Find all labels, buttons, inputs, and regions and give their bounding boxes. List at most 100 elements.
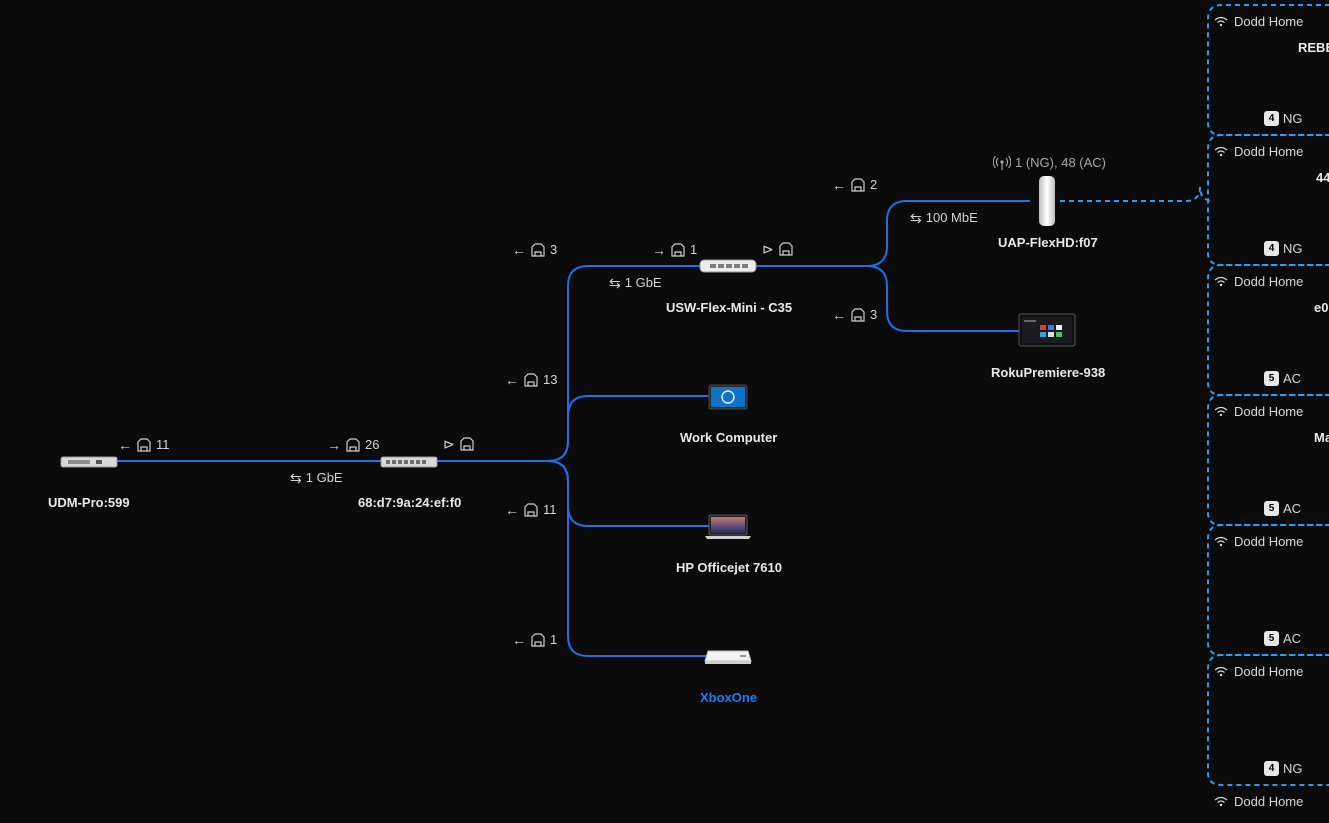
console-icon (704, 650, 752, 664)
xbox-label[interactable]: XboxOne (700, 690, 758, 705)
swap-icon: ⇆ (290, 469, 302, 486)
xbox-port-indicator: ← 1 (512, 632, 557, 647)
wireless-bracket-1 (1207, 4, 1329, 136)
wire-to-xbox (547, 460, 712, 657)
roku-device[interactable] (1018, 313, 1076, 354)
udm-port-indicator: ← 11 (118, 437, 170, 452)
radio-band-icon: 5 (1264, 501, 1279, 516)
client-ssid: Dodd Home (1214, 274, 1329, 289)
ethernet-port-icon (851, 177, 865, 192)
arrow-left-icon: ← (512, 241, 526, 258)
ap-link-speed-value: 100 MbE (925, 210, 978, 225)
switch-label[interactable]: 68:d7:9a:24:ef:f0 (358, 495, 462, 510)
branch-icon: ⊳ (443, 436, 455, 452)
flex-mini-link-speed: ⇆ 1 GbE (609, 275, 662, 290)
ethernet-port-icon (671, 242, 685, 257)
ethernet-port-icon (851, 307, 865, 322)
ethernet-port-icon (524, 372, 538, 387)
arrow-right-icon: → (652, 241, 666, 258)
ethernet-port-icon (531, 242, 545, 257)
wireless-bracket-3 (1207, 264, 1329, 396)
switch-uplink-port: → 26 (327, 437, 379, 452)
radio-band-icon: 5 (1264, 631, 1279, 646)
udm-link-speed-value: 1 GbE (305, 470, 343, 485)
ethernet-port-icon (137, 437, 151, 452)
mini-switch-icon (699, 259, 757, 273)
flex-mini-label[interactable]: USW-Flex-Mini - C35 (666, 300, 793, 315)
radio-band-icon: 4 (1264, 761, 1279, 776)
wifi-icon (1214, 406, 1228, 417)
client-name: REBE (1298, 40, 1329, 55)
hp-officejet-port-indicator: ← 11 (505, 502, 557, 517)
client-name: Ma (1314, 430, 1329, 445)
access-point-device[interactable] (1037, 175, 1057, 234)
ethernet-port-icon (779, 242, 793, 256)
swap-icon: ⇆ (609, 274, 621, 291)
xbox-device[interactable] (704, 646, 752, 671)
work-computer-device[interactable] (708, 384, 748, 415)
hp-officejet-label[interactable]: HP Officejet 7610 (676, 560, 782, 575)
ethernet-port-icon (346, 437, 360, 452)
flex-mini-uplink-port: → 1 (652, 242, 697, 257)
roku-port-number: 3 (870, 307, 878, 322)
client-ssid: Dodd Home (1214, 794, 1329, 809)
wireless-client-card[interactable]: Dodd Home REBE 4NG (1214, 14, 1329, 132)
udm-pro-label[interactable]: UDM-Pro:599 (48, 495, 130, 510)
access-point-label[interactable]: UAP-FlexHD:f07 (998, 235, 1098, 250)
ap-link-speed: ⇆ 100 MbE (910, 210, 978, 225)
wireless-bracket-2 (1207, 134, 1329, 266)
wire-to-hp (547, 460, 712, 527)
ethernet-port-icon (531, 632, 545, 647)
hp-officejet-device[interactable] (704, 514, 752, 545)
hp-officejet-port-number: 11 (543, 502, 557, 517)
flex-mini-downlink-port: ⊳ (762, 242, 794, 256)
client-ssid: Dodd Home (1214, 664, 1329, 679)
wireless-bracket-5 (1207, 524, 1329, 656)
flex-mini-port-in: ← 3 (512, 242, 557, 257)
wire-to-work (547, 395, 712, 462)
flex-mini-port-in-number: 3 (550, 242, 558, 257)
client-ssid: Dodd Home (1214, 14, 1329, 29)
switch-uplink-port-number: 26 (365, 437, 380, 452)
arrow-left-icon: ← (505, 371, 519, 388)
wireless-client-card[interactable]: Dodd Home (1214, 794, 1329, 823)
work-computer-label[interactable]: Work Computer (680, 430, 778, 445)
ap-channels: 1 (NG), 48 (AC) (1015, 155, 1107, 170)
wifi-icon (1214, 536, 1228, 547)
ap-port-number: 2 (870, 177, 878, 192)
arrow-left-icon: ← (832, 306, 846, 323)
wire-to-ap (866, 200, 1030, 267)
ethernet-port-icon (524, 502, 538, 517)
arrow-left-icon: ← (505, 501, 519, 518)
rack-gateway-icon (60, 456, 118, 468)
client-ssid: Dodd Home (1214, 534, 1329, 549)
client-name: e0 (1314, 300, 1329, 315)
swap-icon: ⇆ (910, 209, 922, 226)
udm-link-speed: ⇆ 1 GbE (290, 470, 343, 485)
client-ssid: Dodd Home (1214, 404, 1329, 419)
flex-mini-device[interactable] (699, 259, 757, 278)
arrow-left-icon: ← (832, 176, 846, 193)
flex-mini-link-speed-value: 1 GbE (624, 275, 662, 290)
branch-icon: ⊳ (762, 241, 774, 257)
switch-device[interactable] (380, 455, 438, 473)
wifi-icon (1214, 796, 1228, 807)
roku-label[interactable]: RokuPremiere-938 (991, 365, 1106, 380)
radio-band-icon: 4 (1264, 241, 1279, 256)
ap-channel-info: 1 (NG), 48 (AC) (993, 155, 1106, 170)
switch-downlink-port: ⊳ (443, 437, 475, 451)
broadcast-icon (993, 155, 1011, 170)
work-computer-port-indicator: ← 13 (505, 372, 557, 387)
udm-pro-device[interactable] (60, 455, 118, 473)
xbox-port-number: 1 (550, 632, 558, 647)
